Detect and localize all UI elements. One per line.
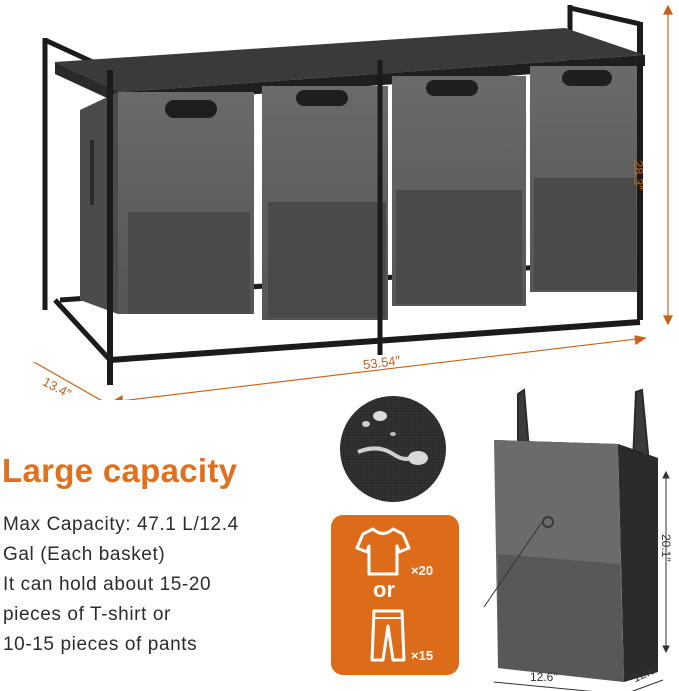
bag-3 — [392, 76, 526, 306]
hamper-illustration — [33, 4, 673, 400]
or-label: or — [373, 577, 395, 602]
description-line-5: 10-15 pieces of pants — [3, 634, 198, 655]
water-drop-icon — [340, 396, 446, 502]
description-line-1: Max Capacity: 47.1 L/12.4 — [3, 514, 239, 535]
top-shelf — [55, 28, 645, 92]
single-bag-illustration — [483, 388, 670, 691]
bag-width-label: 12.6″ — [530, 670, 558, 684]
description-line-2: Gal (Each basket) — [3, 544, 166, 565]
bag-2 — [262, 86, 388, 320]
bag-height-label: 20.1″ — [659, 534, 673, 562]
description-line-4: pieces of T-shirt or — [3, 604, 171, 625]
headline: Large capacity — [2, 452, 238, 489]
height-dimension-label: 28.3″ — [631, 160, 646, 190]
front-frame — [53, 60, 643, 385]
bag-4 — [530, 66, 638, 292]
bag-1 — [118, 92, 254, 314]
description-line-3: It can hold about 15-20 — [3, 574, 212, 595]
pants-icon — [370, 609, 406, 662]
pants-count: ×15 — [411, 648, 434, 663]
capacity-box — [331, 515, 459, 675]
tshirt-count: ×20 — [411, 563, 434, 578]
tshirt-icon — [355, 527, 411, 576]
